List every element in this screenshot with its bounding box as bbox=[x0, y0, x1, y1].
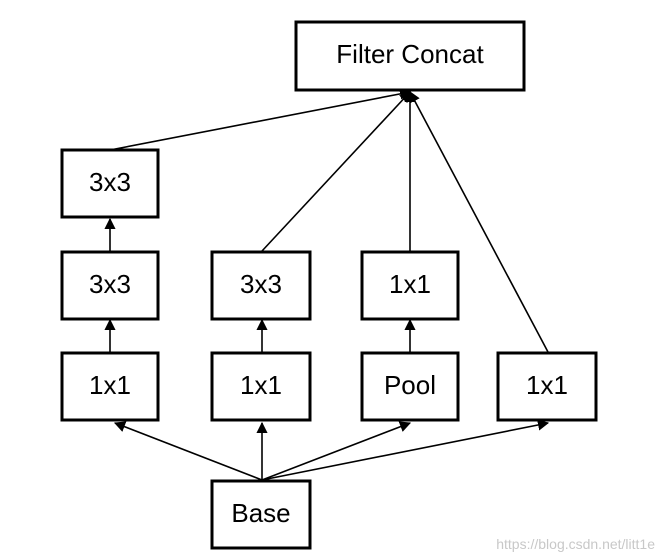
node-label: Filter Concat bbox=[336, 39, 484, 69]
node-filter-concat: Filter Concat bbox=[294, 20, 526, 92]
watermark: https://blog.csdn.net/litt1e bbox=[496, 536, 655, 552]
node-branch1-top-3x3: 3x3 bbox=[60, 148, 160, 219]
node-label: Pool bbox=[384, 370, 436, 400]
node-branch1-bottom-1x1: 1x1 bbox=[60, 351, 160, 422]
node-branch2-top-3x3: 3x3 bbox=[210, 250, 312, 321]
edge-b2-to-concat bbox=[261, 91, 411, 252]
edge-b1-to-concat bbox=[109, 88, 412, 151]
node-branch4-1x1: 1x1 bbox=[496, 351, 598, 422]
node-label: 3x3 bbox=[89, 167, 131, 197]
edge-base-to-b4 bbox=[261, 419, 550, 481]
node-label: 1x1 bbox=[89, 370, 131, 400]
node-branch1-mid-3x3: 3x3 bbox=[60, 250, 160, 321]
edge-b4-to-concat bbox=[409, 91, 549, 353]
edge-base-to-b1 bbox=[113, 421, 263, 481]
node-label: 1x1 bbox=[526, 370, 568, 400]
edges bbox=[104, 88, 550, 481]
node-label: 3x3 bbox=[89, 269, 131, 299]
node-branch2-bottom-1x1: 1x1 bbox=[210, 351, 312, 422]
node-base: Base bbox=[210, 479, 312, 550]
node-branch3-pool: Pool bbox=[360, 351, 460, 422]
node-label: 3x3 bbox=[240, 269, 282, 299]
node-label: 1x1 bbox=[389, 269, 431, 299]
edge-base-to-b3 bbox=[261, 421, 412, 481]
node-label: 1x1 bbox=[240, 370, 282, 400]
node-branch3-top-1x1: 1x1 bbox=[360, 250, 460, 321]
node-label: Base bbox=[231, 498, 290, 528]
